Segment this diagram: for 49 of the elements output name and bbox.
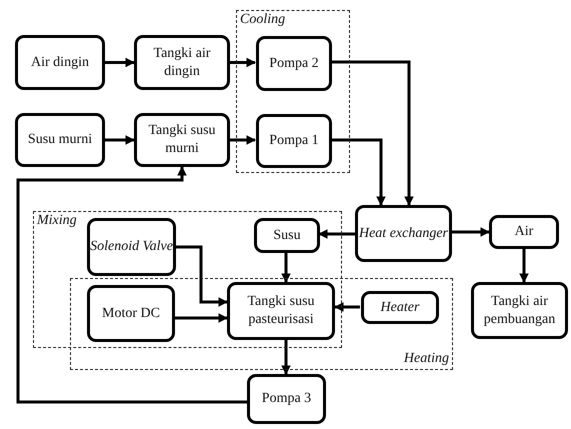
arrow	[519, 249, 529, 283]
arrow	[452, 227, 490, 237]
arrow	[175, 313, 228, 323]
process-box	[489, 215, 559, 249]
arrow	[331, 60, 414, 206]
dashed-group-frame	[236, 10, 350, 173]
box-label: Motor DC	[102, 304, 160, 322]
arrow	[230, 58, 256, 68]
process-box	[15, 113, 105, 167]
box-label: Pompa 3	[262, 390, 312, 408]
arrow	[281, 340, 291, 375]
box-label: Tangki air pembuangan	[482, 292, 556, 328]
box-label: Heater	[380, 298, 420, 316]
process-box	[247, 374, 326, 424]
process-box	[471, 282, 568, 339]
arrow	[331, 138, 386, 206]
process-box	[87, 218, 176, 276]
group-label: Cooling	[240, 12, 286, 28]
group-label: Mixing	[37, 213, 77, 229]
box-label: Pompa 2	[269, 54, 319, 72]
process-box	[355, 205, 452, 262]
box-label: Pompa 1	[269, 132, 319, 150]
box-label: Susu murni	[28, 131, 92, 149]
box-label: Air	[514, 223, 534, 241]
arrow	[105, 58, 135, 68]
arrow	[318, 229, 355, 239]
box-label: Tangki susu pasteurisasi	[246, 293, 316, 329]
process-box	[87, 285, 175, 342]
box-label: Heat exchanger	[358, 224, 448, 242]
process-box	[256, 114, 332, 168]
arrow	[105, 135, 135, 145]
box-label: Solenoid Valve	[90, 238, 173, 256]
process-box	[254, 218, 320, 253]
process-box	[134, 35, 230, 90]
box-label: Air dingin	[31, 54, 89, 72]
arrow	[175, 246, 228, 307]
process-box	[227, 282, 335, 340]
arrow	[230, 135, 256, 145]
group-label: Heating	[404, 351, 449, 367]
arrow	[281, 252, 291, 283]
box-label: Tangki air dingin	[152, 44, 212, 80]
process-box	[256, 36, 332, 91]
process-box	[15, 35, 105, 90]
arrow	[16, 166, 247, 404]
box-label: Tangki susu murni	[147, 122, 217, 158]
arrow	[334, 302, 360, 312]
box-label: Susu	[273, 226, 301, 244]
process-box	[361, 291, 439, 324]
process-box	[134, 113, 230, 167]
